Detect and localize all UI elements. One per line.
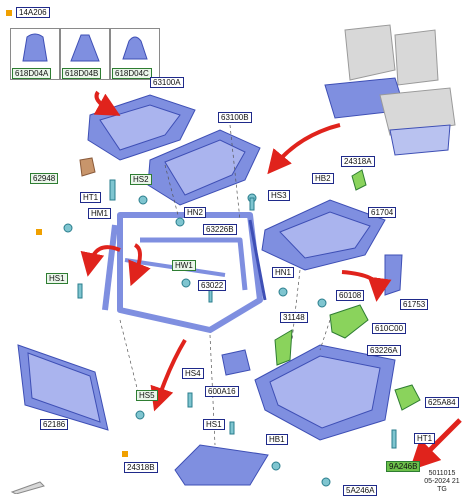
label-62948[interactable]: 62948 (30, 173, 59, 184)
plate-600a16 (221, 349, 251, 376)
cone-icon (22, 33, 48, 62)
label-hs1-lower[interactable]: HS1 (203, 419, 225, 430)
seat-frame (102, 212, 267, 333)
orientation-icon (10, 481, 45, 494)
label-hb2[interactable]: HB2 (312, 173, 334, 184)
panel-63100b (147, 129, 261, 206)
bracket-61753 (384, 254, 403, 296)
label-hw1[interactable]: HW1 (172, 260, 196, 271)
orange-marker (122, 451, 128, 457)
label-618d04b[interactable]: 618D04B (62, 68, 102, 79)
label-61704[interactable]: 61704 (368, 207, 397, 218)
label-24318a[interactable]: 24318A (341, 156, 375, 167)
label-62186[interactable]: 62186 (40, 419, 69, 430)
reference-date: 05-2024 21 (424, 478, 460, 485)
label-hb1[interactable]: HB1 (266, 434, 288, 445)
label-63226a[interactable]: 63226A (367, 345, 401, 356)
label-60108[interactable]: 60108 (336, 290, 365, 301)
label-618d04a[interactable]: 618D04A (12, 68, 52, 79)
label-61753[interactable]: 61753 (400, 299, 429, 310)
label-hn2[interactable]: HN2 (184, 207, 207, 218)
label-63100b[interactable]: 63100B (218, 112, 252, 123)
panel-62186 (17, 344, 109, 431)
label-hn1[interactable]: HN1 (272, 267, 295, 278)
label-hs4[interactable]: HS4 (182, 368, 204, 379)
bracket-625a84 (394, 384, 421, 411)
orange-marker (36, 229, 42, 235)
label-600a16[interactable]: 600A16 (205, 386, 239, 397)
bracket-24318a (351, 169, 367, 191)
label-9a246b[interactable]: 9A246B (386, 461, 421, 472)
plate-24318b (174, 444, 269, 486)
label-hs5[interactable]: HS5 (136, 390, 158, 401)
tray-61704 (261, 199, 386, 271)
label-24318b[interactable]: 24318B (124, 462, 158, 473)
label-ht1-lower[interactable]: HT1 (414, 433, 436, 444)
label-618d04c[interactable]: 618D04C (112, 68, 152, 79)
cone-icon (122, 36, 148, 60)
clip-62948 (79, 157, 96, 177)
orange-marker (6, 10, 12, 16)
label-hs2[interactable]: HS2 (130, 174, 152, 185)
label-ht1-upper[interactable]: HT1 (80, 192, 102, 203)
label-5a246a[interactable]: 5A246A (343, 485, 378, 496)
seat-assembly (324, 24, 456, 156)
label-hm1[interactable]: HM1 (88, 208, 111, 219)
label-hs1-left[interactable]: HS1 (46, 273, 68, 284)
tub-63226a (254, 344, 396, 441)
label-625a84[interactable]: 625A84 (425, 397, 459, 408)
label-63100a[interactable]: 63100A (150, 77, 184, 88)
label-31148[interactable]: 31148 (280, 312, 308, 323)
reference-number: 5011015 (428, 470, 456, 477)
label-63226b[interactable]: 63226B (203, 224, 237, 235)
reference-block: 5011015 05-2024 21 TG (424, 470, 460, 494)
bracket-31148 (274, 329, 293, 366)
part-610c00 (329, 304, 369, 339)
label-14a206[interactable]: 14A206 (16, 7, 50, 18)
label-63022[interactable]: 63022 (198, 280, 227, 291)
cone-icon (70, 34, 100, 62)
fasteners (63, 179, 397, 487)
reference-initials: TG (437, 486, 447, 493)
direction-arrows (80, 90, 462, 471)
label-hs3[interactable]: HS3 (268, 190, 290, 201)
label-610c00[interactable]: 610C00 (372, 323, 407, 334)
